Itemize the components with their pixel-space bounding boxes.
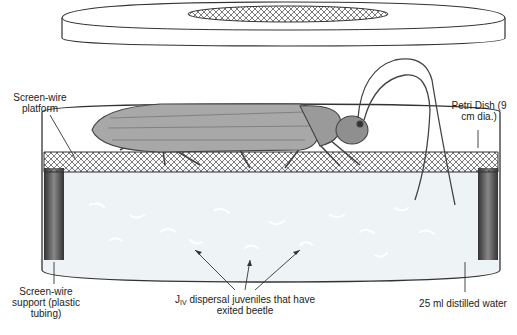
beetle <box>92 59 455 205</box>
part-label: Screen-wire support (plastic tubing) <box>4 286 88 319</box>
part-label: 25 ml distilled water <box>411 298 515 309</box>
petri-dish <box>42 104 500 282</box>
part-label: Petri Dish (9 cm dia.) <box>446 100 512 122</box>
juveniles <box>90 203 434 256</box>
callout-text: dispersal juveniles that have exited bee… <box>189 294 315 316</box>
subscript: IV <box>180 299 187 306</box>
callout-text: J <box>175 294 180 305</box>
screen-wire-platform <box>44 152 498 172</box>
support-tube <box>44 168 64 260</box>
juvenile-callout: JIV dispersal juveniles that have exited… <box>170 294 320 316</box>
arrowheads <box>195 250 300 266</box>
support-tube <box>478 168 498 260</box>
leader-lines <box>50 115 478 292</box>
part-label: Screen-wire platform <box>4 92 76 114</box>
water <box>42 168 500 282</box>
dish-lid <box>62 2 505 46</box>
